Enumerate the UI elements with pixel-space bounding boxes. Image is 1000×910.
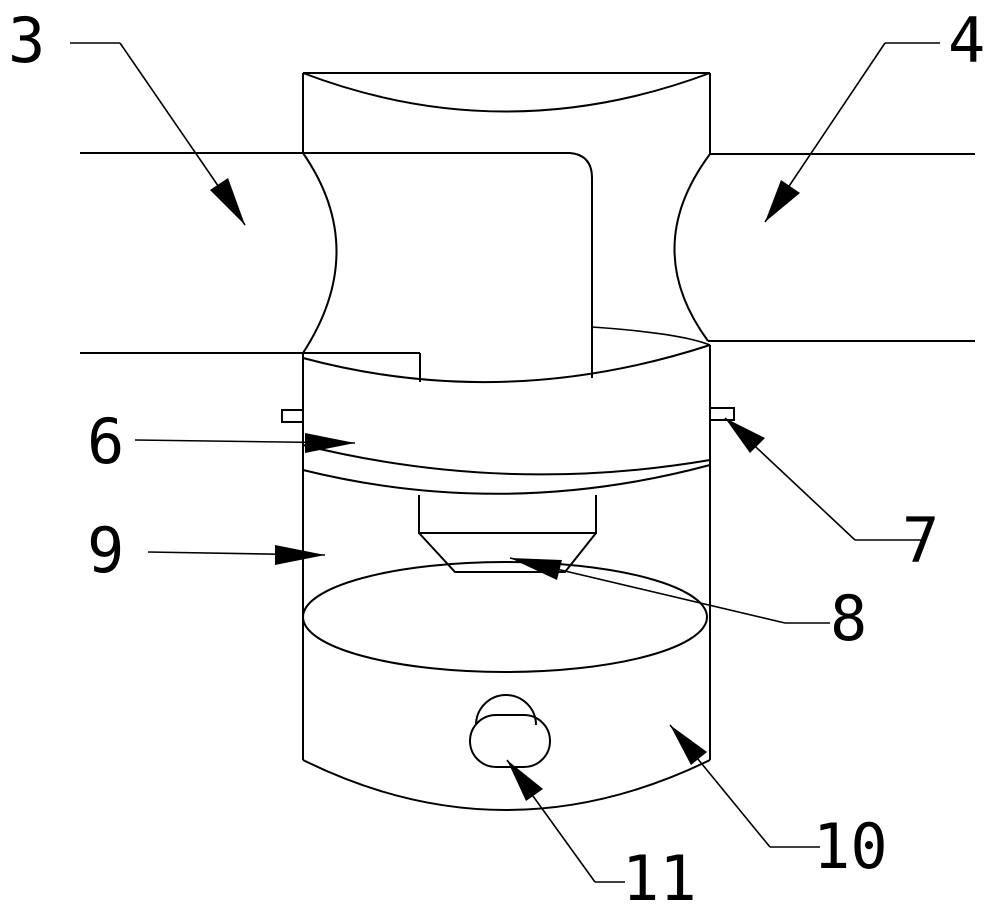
pipe-left-end-curve (303, 153, 337, 353)
housing-top-arc (303, 73, 710, 112)
knob-back-arc (476, 695, 536, 725)
leader-lines (70, 43, 940, 882)
ring-bottom-arc (303, 445, 710, 474)
nozzle-body (419, 495, 596, 533)
nozzle-taper (419, 533, 596, 572)
arrowhead-6 (305, 433, 355, 453)
arrowhead-7 (725, 418, 765, 453)
nozzle (419, 495, 596, 572)
callout-4: 4 (948, 4, 985, 77)
knob-front (470, 715, 550, 767)
callout-labels: 3 4 6 7 9 8 10 11 (8, 4, 985, 910)
callout-6: 6 (87, 405, 124, 478)
callout-9: 9 (87, 514, 124, 587)
arrowhead-9 (275, 545, 325, 565)
channel-bottom-ellipse (592, 327, 710, 345)
callout-11: 11 (622, 842, 697, 910)
callout-3: 3 (8, 4, 45, 77)
callout-7: 7 (902, 504, 939, 577)
knob (470, 695, 550, 767)
upper-housing (303, 73, 710, 382)
cylinder-body (303, 345, 710, 760)
pipe-right-end-curve (674, 154, 710, 341)
side-tabs (282, 408, 734, 422)
ring-top-front-arc (303, 345, 710, 382)
arrowheads (210, 178, 800, 801)
left-tab (282, 410, 303, 422)
pipe (80, 153, 975, 353)
arrowhead-4 (765, 180, 800, 222)
base-top-ellipse (303, 562, 707, 672)
right-tab (710, 408, 734, 420)
base-container (303, 562, 710, 810)
callout-8: 8 (830, 582, 867, 655)
inner-channel (303, 153, 592, 378)
arrowhead-8 (510, 558, 562, 580)
arrowhead-10 (670, 725, 707, 765)
callout-10: 10 (813, 810, 888, 883)
arrowhead-3 (210, 178, 245, 225)
